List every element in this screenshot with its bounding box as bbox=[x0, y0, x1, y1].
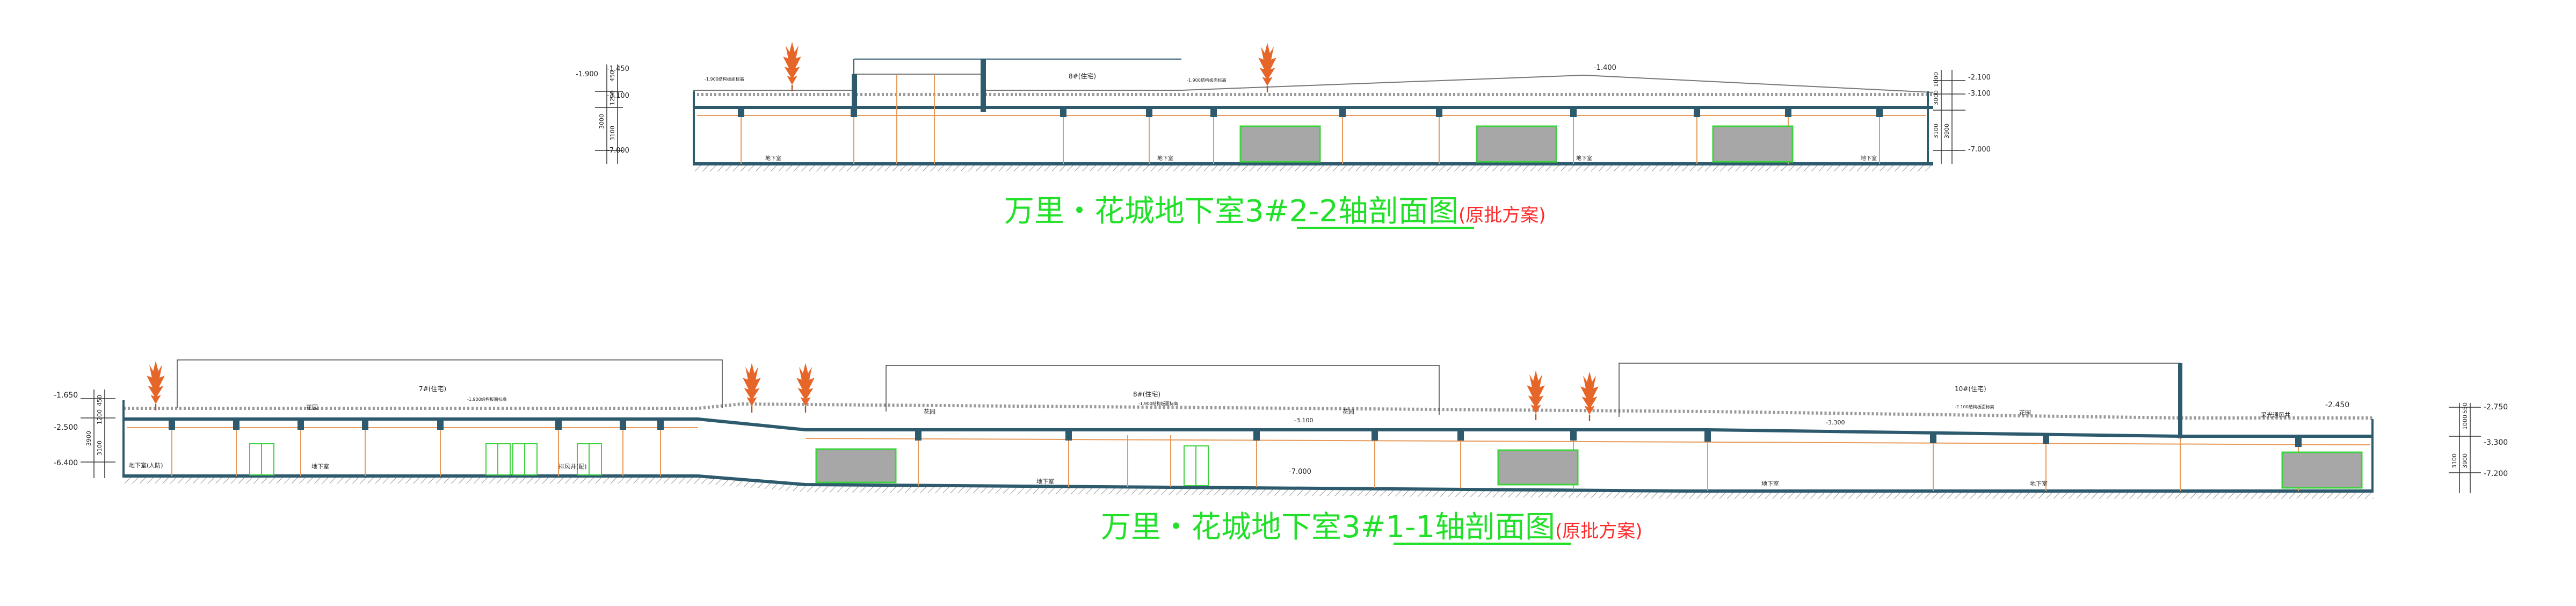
floor-label: -1.900结构板面标高 bbox=[705, 76, 744, 82]
tree-icon bbox=[1579, 371, 1600, 422]
elevation-label: -2.100 bbox=[1968, 74, 1991, 82]
floor-label: -2.100结构板面标高 bbox=[1955, 404, 1994, 409]
shaft-core bbox=[2178, 363, 2182, 438]
vehicle-2 bbox=[1497, 449, 1579, 486]
section-title: 万里・花城地下室3#1-1轴剖面图(原批方案) bbox=[1101, 510, 1643, 545]
tree-icon bbox=[782, 41, 802, 92]
beams-top bbox=[738, 107, 1883, 117]
building-outlines bbox=[177, 359, 2181, 420]
core-2 bbox=[981, 59, 986, 112]
core-1 bbox=[852, 74, 857, 112]
soil-cover bbox=[693, 74, 1934, 93]
elevation-label: -7.000 bbox=[1968, 146, 1991, 154]
elevation-label: -3.100 bbox=[607, 92, 629, 100]
dimension-label: 3100 bbox=[2451, 453, 2458, 468]
dimension-label: 3900 bbox=[1943, 124, 1950, 139]
section-2-2: -1.450 -1.900 -3.100 -7.000 450 1200 300… bbox=[576, 41, 1991, 229]
room-label: 地下室 bbox=[1761, 480, 1779, 487]
dimension-label: 550 bbox=[2462, 402, 2469, 414]
building-label: 8#(住宅) bbox=[1133, 390, 1160, 398]
title-note: (原批方案) bbox=[1555, 521, 1643, 542]
dimension-label: 450 bbox=[609, 70, 616, 82]
room-label: 地下室 bbox=[765, 155, 781, 162]
section-1-1: -1.650 -2.500 -6.400 450 1200 3900 3100 … bbox=[54, 359, 2508, 545]
elevation-label: -1.450 bbox=[607, 65, 629, 73]
beams-bottom bbox=[169, 419, 2302, 447]
dimension-label: 450 bbox=[96, 395, 103, 406]
tree-icon bbox=[1526, 370, 1546, 421]
dimension-label: 1000 bbox=[2462, 415, 2469, 430]
room-label: 地下室 bbox=[1861, 155, 1877, 162]
room-label: 地下室 bbox=[1036, 478, 1054, 485]
dimension-label: 3100 bbox=[609, 126, 616, 141]
dimension-label: 3100 bbox=[1933, 124, 1940, 139]
dim-lines-top bbox=[595, 64, 1965, 164]
area-label: 花园 bbox=[924, 408, 935, 415]
elevation-label: -2.500 bbox=[54, 423, 78, 432]
tree-icon bbox=[742, 362, 762, 414]
title-axis: 1-1轴剖面图 bbox=[1386, 510, 1555, 545]
dimension-label: 3900 bbox=[2462, 453, 2469, 468]
elevation-label: -7.000 bbox=[1289, 468, 1311, 476]
soil-cover bbox=[124, 402, 2374, 420]
elevation-label: -7.200 bbox=[2484, 470, 2508, 478]
elevation-label: -2.750 bbox=[2484, 403, 2508, 412]
dimension-label: 3900 bbox=[85, 431, 92, 446]
doors bbox=[249, 443, 1209, 486]
room-label: 地下室(人防) bbox=[129, 461, 163, 469]
elevation-label: -1.400 bbox=[1594, 64, 1616, 72]
room-label: 地下室 bbox=[2030, 480, 2048, 487]
building-label: 8#(住宅) bbox=[1069, 72, 1096, 80]
dimension-label: 3000 bbox=[598, 114, 605, 129]
shaft-label: 排风井(配) bbox=[558, 463, 587, 470]
room-label: 地下室 bbox=[1157, 155, 1173, 162]
area-label: 花园 bbox=[2019, 409, 2031, 416]
room-label: 地下室 bbox=[311, 463, 329, 470]
elevation-label: -2.450 bbox=[2325, 401, 2349, 409]
elevation-label: -1.650 bbox=[54, 391, 78, 400]
title-main: 万里・花城地下室3# bbox=[1101, 510, 1386, 545]
dimension-label: 3000 bbox=[1933, 90, 1940, 105]
tree-icon bbox=[146, 360, 165, 412]
room-label: 采光通风井 bbox=[2261, 411, 2290, 419]
dimension-label: 3100 bbox=[96, 441, 103, 456]
vehicle-3 bbox=[2281, 451, 2363, 489]
floor-label: -1.900结构板面标高 bbox=[467, 396, 507, 402]
title-axis: 2-2轴剖面图 bbox=[1289, 194, 1458, 229]
elevation-label: -1.900 bbox=[576, 70, 598, 78]
vehicle-3 bbox=[1712, 125, 1794, 163]
area-label: 花园 bbox=[1343, 408, 1354, 415]
title-main: 万里・花城地下室3# bbox=[1004, 194, 1289, 229]
base-slab bbox=[124, 474, 2374, 493]
vehicle-1 bbox=[815, 448, 897, 484]
room-label: 地下室 bbox=[1576, 155, 1592, 162]
title-note: (原批方案) bbox=[1458, 205, 1546, 226]
ground-hatch bbox=[693, 164, 1933, 171]
elevation-label: -3.100 bbox=[1968, 90, 1991, 98]
dimension-label: 1200 bbox=[96, 409, 103, 424]
building-label: 10#(住宅) bbox=[1955, 385, 1986, 393]
area-label: 花园 bbox=[306, 404, 318, 411]
dim-lines-bottom bbox=[81, 389, 2481, 493]
elevation-label: -7.000 bbox=[607, 147, 629, 155]
vehicle-1 bbox=[1239, 125, 1321, 163]
elevation-label: -6.400 bbox=[54, 459, 78, 467]
tree-icon bbox=[1257, 42, 1278, 93]
dimension-label: 1200 bbox=[609, 90, 616, 105]
floor-label: -1.900结构板面标高 bbox=[1138, 401, 1178, 406]
elevation-label: -3.300 bbox=[2484, 438, 2508, 447]
elevation-label: -3.100 bbox=[1294, 417, 1313, 424]
section-title: 万里・花城地下室3#2-2轴剖面图(原批方案) bbox=[1004, 194, 1546, 229]
dimension-label: 1000 bbox=[1933, 72, 1940, 87]
vehicle-2 bbox=[1476, 125, 1557, 163]
elevation-label: -3.300 bbox=[1826, 419, 1845, 426]
building-label: 7#(住宅) bbox=[419, 385, 446, 393]
ground-hatch bbox=[124, 476, 2374, 499]
floor-label: -1.900结构板面标高 bbox=[1187, 77, 1227, 83]
